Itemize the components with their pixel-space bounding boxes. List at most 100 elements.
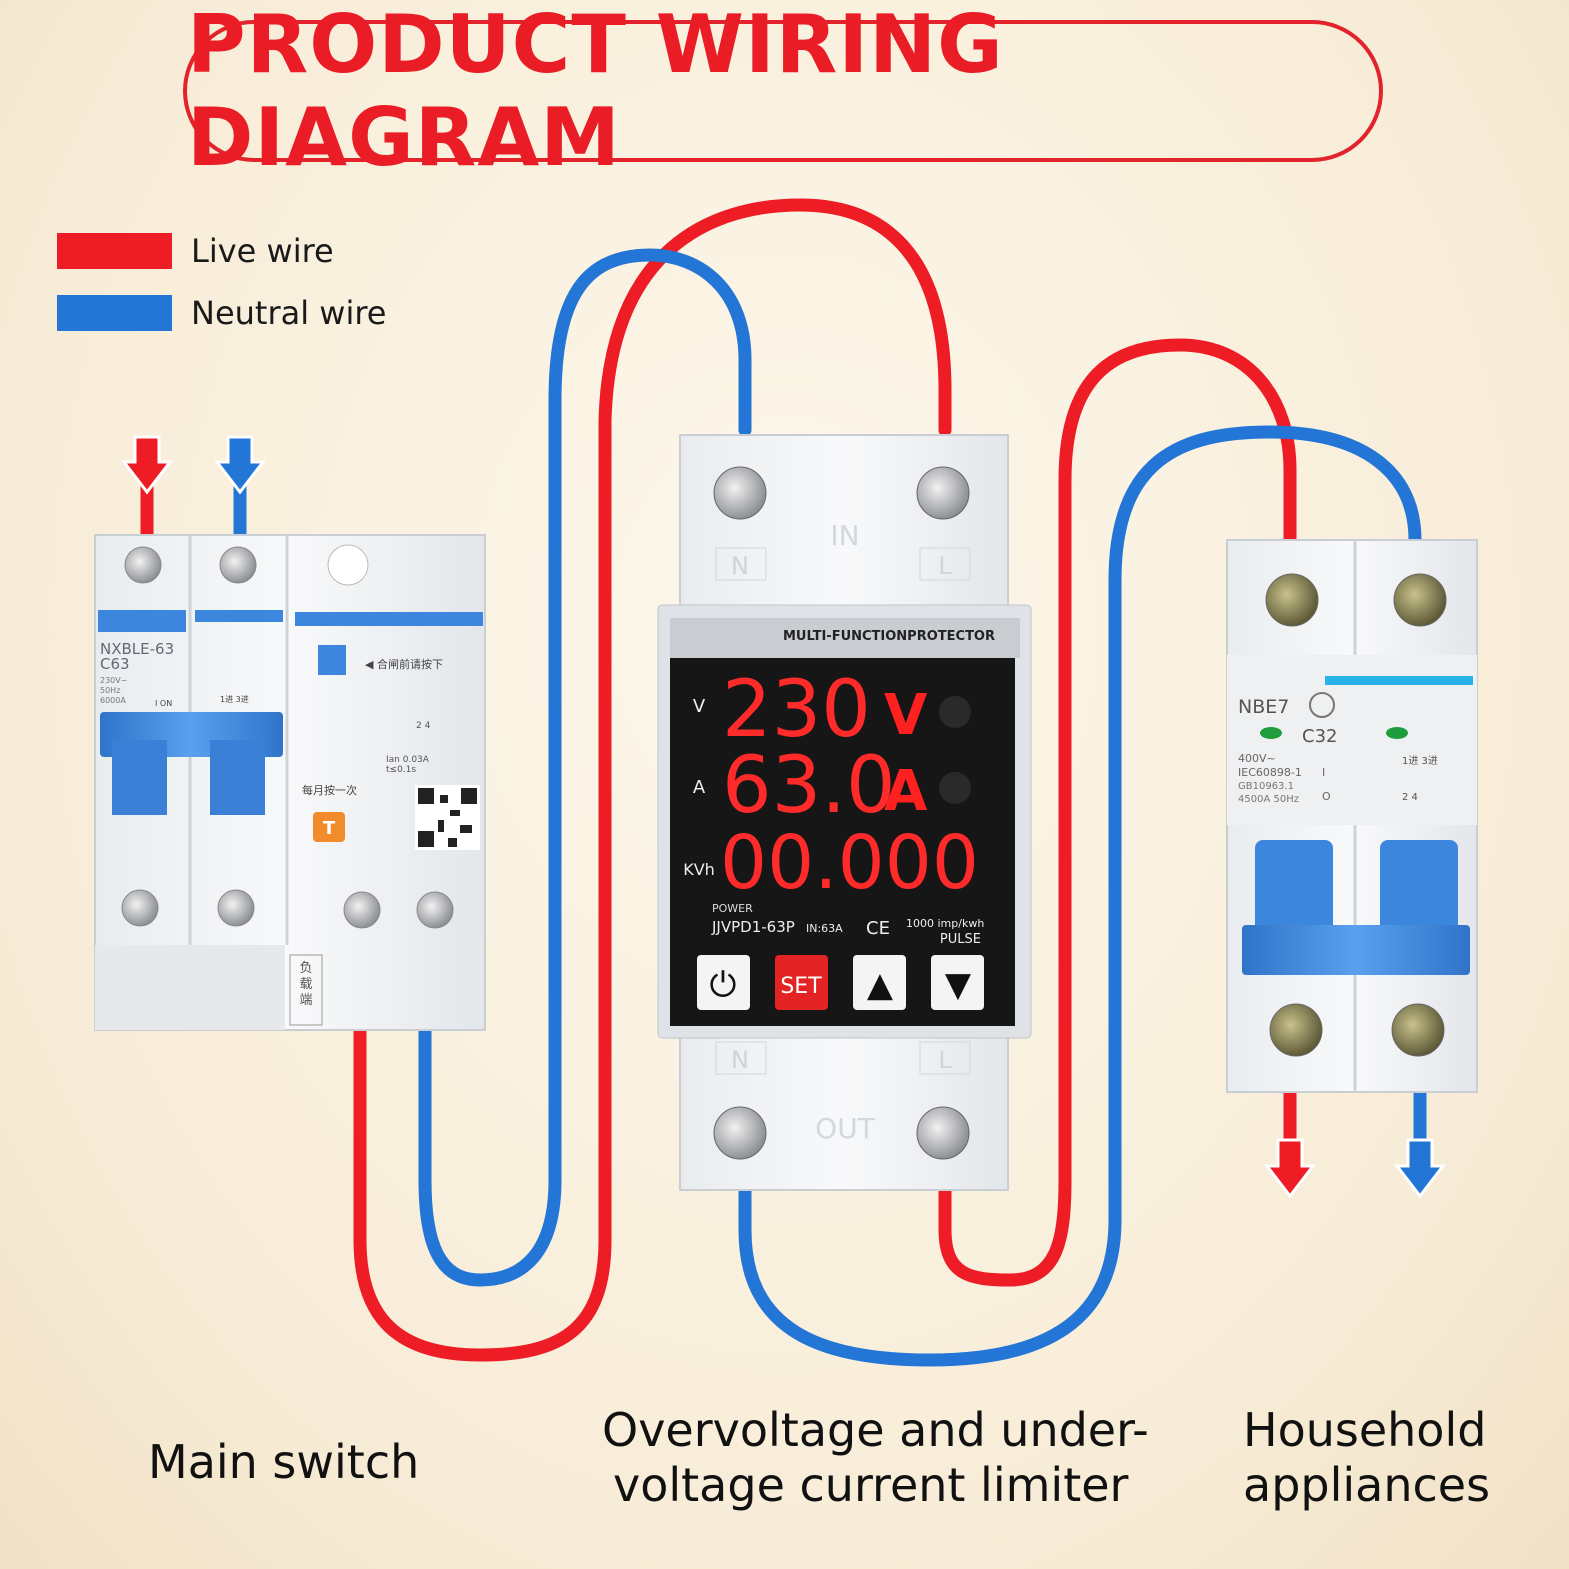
load-side-char: 端 [299,993,312,1008]
neutral-wire-out [738,425,1422,1367]
breaker-toggle-bar [1242,925,1470,975]
breaker-curve: C32 [1302,726,1337,747]
main-switch-spec: 6000A [100,696,126,705]
caption-household-line2: appliances [1243,1458,1491,1512]
main-switch-leak-time: t≤0.1s [386,765,416,775]
breaker-spec: IEC60898-1 [1238,766,1302,779]
main-switch-screw [124,546,162,584]
test-button-label: T [323,818,336,839]
protector-device: MULTI-FUNCTIONPROTECTOR IN OUT N L N L V… [657,434,1032,1191]
main-switch-test-button [313,812,345,842]
breaker-o-label: O [1322,790,1331,803]
legend-live-label: Live wire [191,232,334,270]
main-switch-spec: 230V~ [100,676,127,685]
power-button[interactable] [697,955,750,1010]
live-wire-swatch [57,233,172,269]
caption-limiter-line1: Overvoltage and under- [602,1403,1149,1457]
main-switch-on-label: I ON [155,699,172,708]
main-switch-curve: C63 [100,655,130,673]
protector-screw-in-l [916,466,970,520]
pulse-label: PULSE [940,932,981,947]
imp-label: 1000 imp/kwh [906,917,984,930]
breaker-spec: GB10963.1 [1238,781,1294,792]
page-title: PRODUCT WIRING DIAGRAM [187,0,1004,184]
protector-screw-out-l [916,1106,970,1160]
neutral-wire-swatch [57,295,172,331]
power-label: POWER [712,902,753,915]
protector-in-l-label: L [938,552,952,580]
load-side-char: 负 [299,961,312,976]
live-input-arrow-icon [120,435,174,495]
live-wire-out [938,338,1297,1287]
main-switch-terminals: 2 4 [416,721,431,731]
protector-model: JJVPD1-63P [711,918,795,936]
live-wire-in [353,198,952,1362]
main-switch-screw [219,546,257,584]
power-icon: ⏻ [710,965,737,1005]
current-unit: A [884,759,928,824]
main-switch-hole [327,544,369,586]
breaker-screw [1393,573,1447,627]
breaker-poles-top: 1进 3进 [1402,755,1438,767]
up-button[interactable] [853,955,906,1010]
breaker-screw [1269,1003,1323,1057]
breaker-spec: 400V~ [1238,752,1276,765]
voltage-reading: 230 [722,665,871,755]
load-side-char: 载 [299,977,312,992]
protector-in-n-label: N [731,552,749,580]
main-switch-screw [416,891,454,929]
main-switch-poles-label: 1进 3进 [220,695,249,704]
display-row-unit-label: KVh [683,860,715,879]
display-row-unit-label: V [693,696,706,717]
live-output-arrow-icon [1263,1138,1317,1199]
main-switch-screw [217,889,255,927]
up-arrow-icon: ▲ [867,965,894,1005]
breaker-poles-bottom: 2 4 [1402,792,1418,803]
main-switch-monthly-test: 每月按一次 [302,783,357,797]
breaker-screw [1391,1003,1445,1057]
indicator-led [939,696,971,728]
main-switch-screw [121,889,159,927]
voltage-unit: V [884,683,928,748]
set-button[interactable] [775,955,828,1010]
neutral-input-arrow-icon [213,435,267,495]
appliance-breaker-device: NBE7 C32 400V~ IEC60898-1 GB10963.1 4500… [1226,539,1478,1093]
set-button-label: SET [780,974,822,999]
down-button[interactable] [931,955,984,1010]
breaker-led [1386,727,1408,739]
protector-screw-in-n [713,466,767,520]
main-switch-device: T NXBLE-63 C63 230V~ 50Hz 6000A I ON 1进 … [94,534,486,1031]
main-switch-spec: 50Hz [100,686,120,695]
breaker-led [1260,727,1282,739]
protector-rating: IN:63A [806,922,843,935]
legend-neutral-label: Neutral wire [191,294,387,332]
display-row-unit-label: A [693,777,706,798]
breaker-screw [1265,573,1319,627]
qr-code [415,785,480,850]
protector-screw-out-n [713,1106,767,1160]
breaker-i-label: I [1322,766,1325,779]
ce-mark: CE [866,918,890,939]
title-banner: PRODUCT WIRING DIAGRAM [183,0,1383,184]
neutral-output-arrow-icon [1393,1138,1447,1199]
energy-reading: 00.000 [720,820,979,906]
caption-limiter-line2: voltage current limiter [613,1458,1129,1512]
breaker-model: NBE7 [1238,696,1289,718]
main-switch-screw [343,891,381,929]
down-arrow-icon: ▼ [945,965,972,1005]
caption-household-line1: Household [1243,1403,1487,1457]
main-switch-leak-rating: Ian 0.03A [386,755,430,765]
main-switch-note-top: ◀ 合闸前请按下 [365,657,443,671]
indicator-led [939,772,971,804]
protector-header: MULTI-FUNCTIONPROTECTOR [783,629,995,644]
breaker-spec: 4500A 50Hz [1238,794,1299,805]
protector-out-label: OUT [815,1112,876,1145]
protector-out-l-label: L [938,1046,952,1074]
current-reading: 63.0 [722,741,896,831]
neutral-wire-in [418,248,752,1287]
caption-main-switch: Main switch [148,1435,420,1489]
protector-in-label: IN [830,519,859,552]
protector-out-n-label: N [731,1046,749,1074]
main-switch-model: NXBLE-63 [100,640,174,658]
